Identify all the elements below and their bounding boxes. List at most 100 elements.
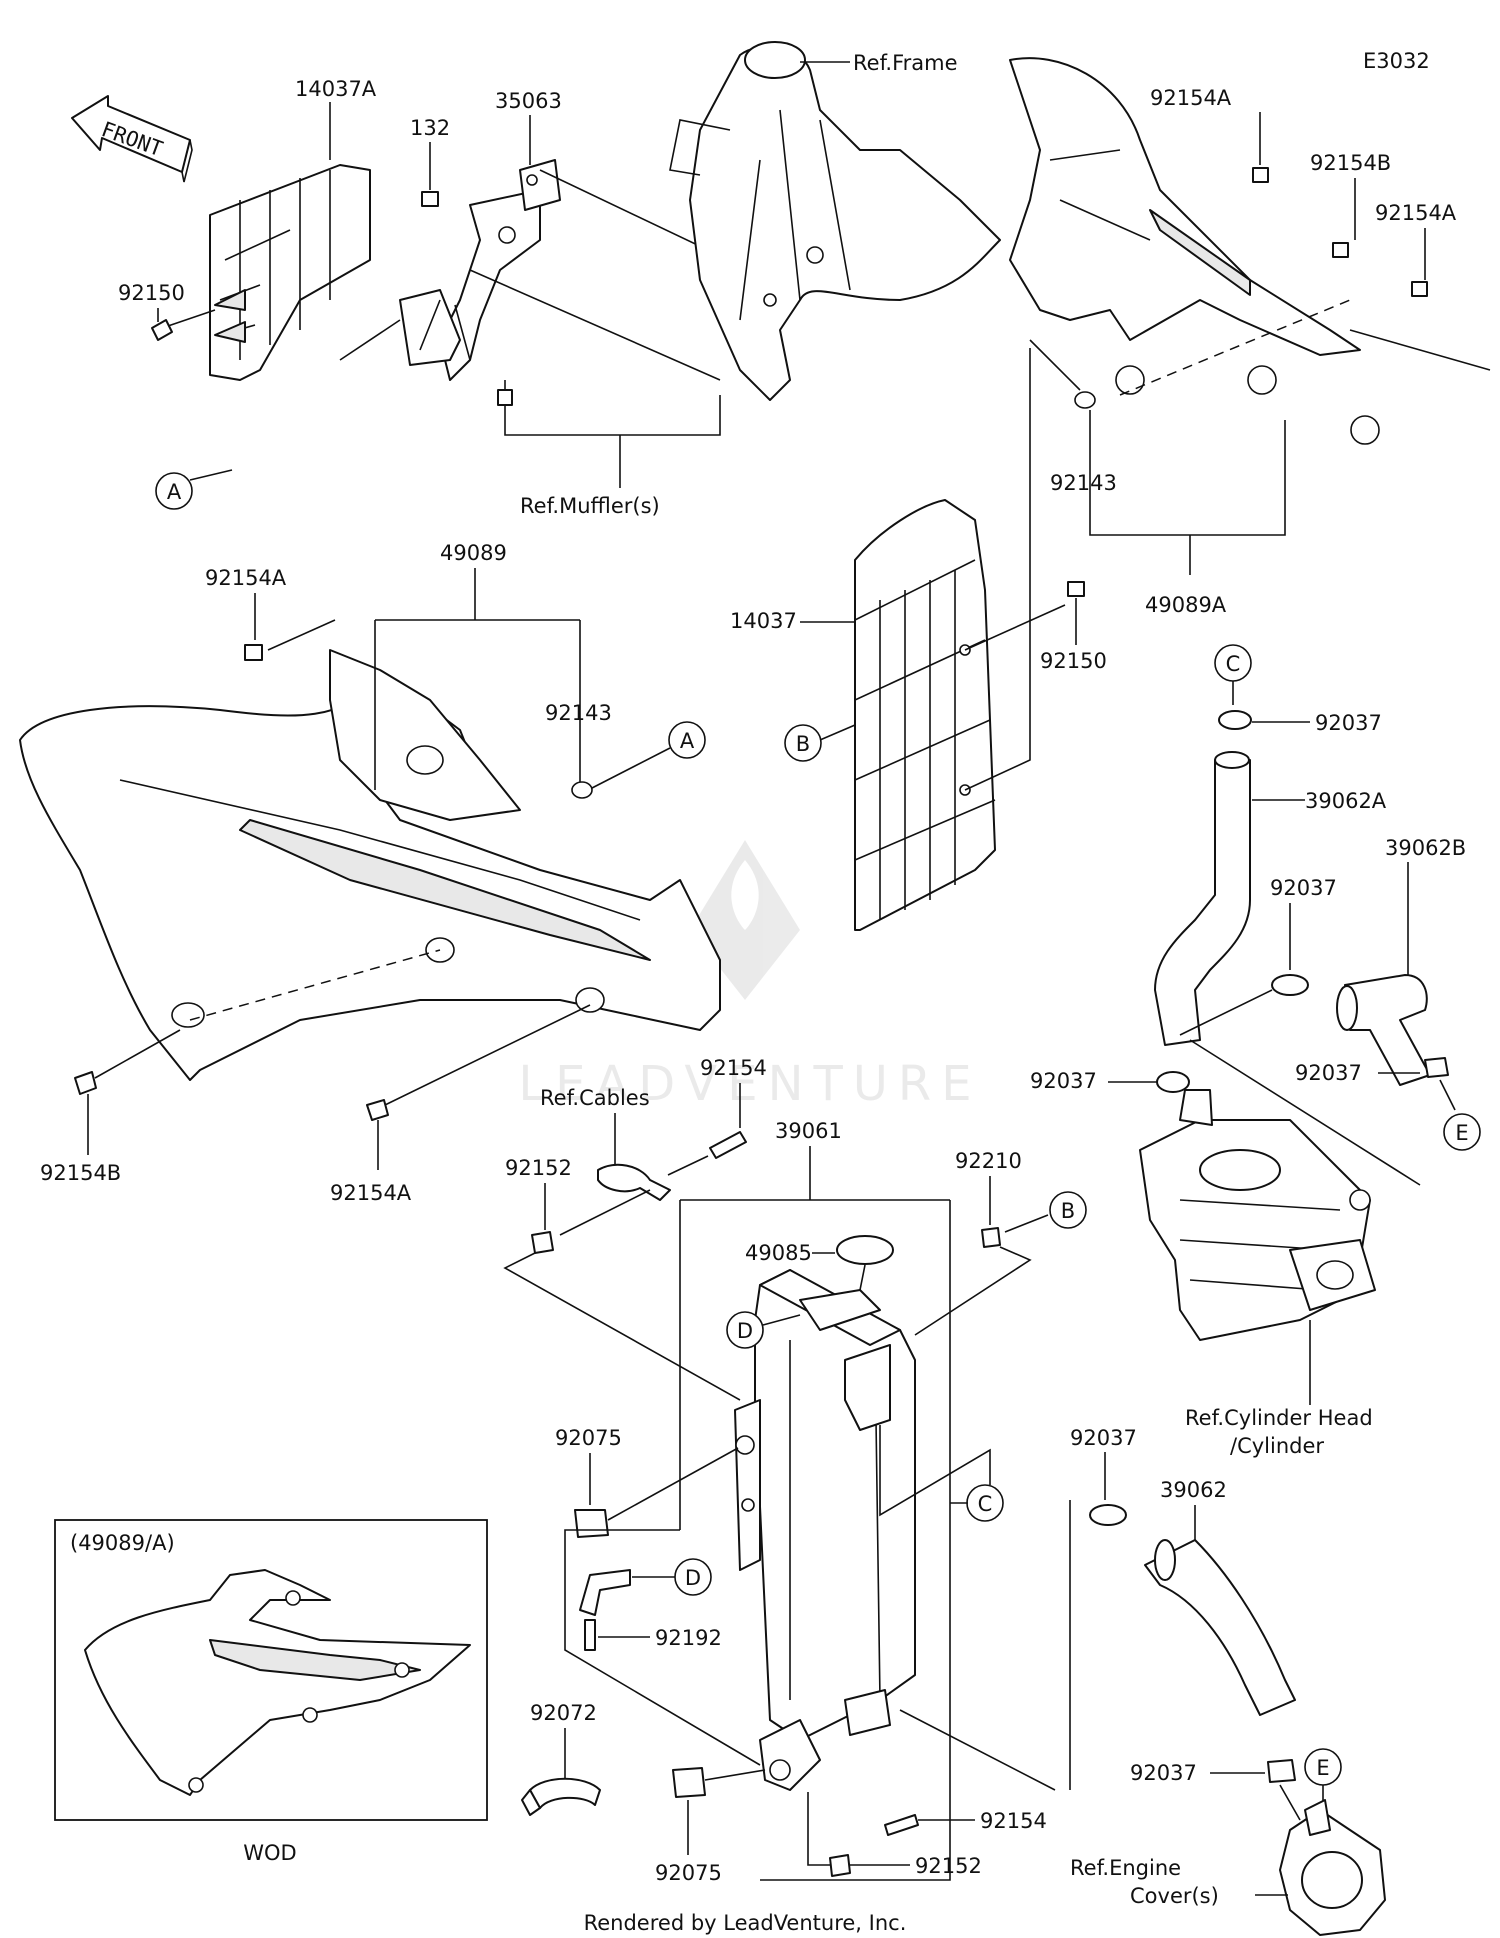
part-label-39062A: 39062A [1305, 789, 1387, 813]
grommet-92075-bottom [672, 1767, 706, 1798]
part-label-92075-bottom: 92075 [655, 1861, 722, 1885]
part-label-92037-right: 92037 [1295, 1061, 1362, 1085]
part-label-92154A-left-bottom: 92154A [330, 1181, 412, 1205]
clamp-92037-left [1156, 1071, 1190, 1093]
bracket-35063 [399, 159, 561, 381]
part-label-92075-top: 92075 [555, 1426, 622, 1450]
part-label-49089: 49089 [440, 541, 507, 565]
part-label-39062: 39062 [1160, 1478, 1227, 1502]
inset-shroud-wod [84, 1569, 471, 1796]
part-label-92037-c: 92037 [1315, 711, 1382, 735]
part-label-92154-bottom: 92154 [980, 1809, 1047, 1833]
radiator-louver-14037 [854, 499, 996, 931]
callout-d-radiator [726, 1311, 764, 1349]
ref-engine-cover-line2: Cover(s) [1130, 1884, 1219, 1908]
bolt-132 [421, 191, 439, 207]
ref-mufflers: Ref.Muffler(s) [520, 494, 660, 518]
part-label-92154B-left: 92154B [40, 1161, 121, 1185]
collar-92152-bottom [829, 1854, 851, 1877]
part-label-39061: 39061 [775, 1119, 842, 1143]
callout-a-mid-letter: A [680, 729, 695, 753]
part-label-92192: 92192 [655, 1626, 722, 1650]
bolt-92154B-left [74, 1071, 97, 1095]
hose-39062B [1336, 974, 1431, 1086]
callout-e-bottom-letter: E [1316, 1756, 1329, 1780]
callout-d-hose-letter: D [685, 1566, 701, 1590]
part-label-92150-mid: 92150 [1040, 649, 1107, 673]
hose-39062 [1144, 1539, 1296, 1716]
part-label-92072: 92072 [530, 1701, 597, 1725]
callout-e-right-letter: E [1455, 1121, 1468, 1145]
callout-c-top-letter: C [1226, 652, 1241, 676]
part-label-92154A-tr2: 92154A [1375, 201, 1457, 225]
front-direction-arrow: FRONT [71, 95, 193, 183]
part-label-14037: 14037 [730, 609, 797, 633]
part-label-92037-bottom-2: 92037 [1130, 1761, 1197, 1785]
cylinder-head-reference-part [1139, 1089, 1376, 1341]
grommet-92075-top [574, 1509, 609, 1538]
part-label-92154B-tr: 92154B [1310, 151, 1391, 175]
part-label-92154A-left-top: 92154A [205, 566, 287, 590]
clamp-92037-bottom-left [1089, 1504, 1127, 1526]
part-label-14037A: 14037A [295, 77, 377, 101]
inset-caption: WOD [243, 1841, 296, 1865]
diagram-code: E3032 [1363, 49, 1430, 73]
ref-cables: Ref.Cables [540, 1086, 650, 1110]
grommet-92143-right [1074, 391, 1096, 409]
callout-b-left-letter: B [796, 732, 810, 756]
ref-engine-cover-line1: Ref.Engine [1070, 1856, 1181, 1880]
part-label-132: 132 [410, 116, 450, 140]
part-label-92150-left: 92150 [118, 281, 185, 305]
callout-d-radiator-letter: D [737, 1319, 753, 1343]
part-label-92143-right: 92143 [1050, 471, 1117, 495]
radiator-louver-14037A [209, 164, 371, 381]
callout-a-mid [668, 721, 706, 759]
radiator-shroud-49089 [19, 649, 721, 1081]
ref-cylinder-head-line1: Ref.Cylinder Head [1185, 1406, 1373, 1430]
bolt-92154-bottom [884, 1814, 919, 1836]
callout-b-right-letter: B [1061, 1199, 1075, 1223]
bolt-92154A-left-bottom [366, 1099, 389, 1121]
ref-cylinder-head-line2: /Cylinder [1230, 1434, 1324, 1458]
collar-92152-top [531, 1231, 554, 1254]
part-label-39062B: 39062B [1385, 836, 1466, 860]
bolt-92150 [151, 319, 173, 341]
part-label-49089A: 49089A [1145, 593, 1227, 617]
callout-c-bottom-letter: C [978, 1492, 993, 1516]
bolt-92154-top [709, 1131, 747, 1159]
clamp-92037-c [1218, 710, 1252, 730]
radiator-39061 [734, 1269, 916, 1791]
callout-b-right [1049, 1191, 1087, 1229]
bolt-92154A-tr1 [1252, 167, 1269, 183]
part-label-92154-top: 92154 [700, 1056, 767, 1080]
callout-d-hose [674, 1558, 712, 1596]
hose-92192 [579, 1569, 631, 1616]
bolt-92154B-tr [1332, 242, 1349, 258]
radiator-cap-49085 [836, 1235, 894, 1265]
clamp-92037-right [1424, 1057, 1449, 1078]
part-label-92152-bottom: 92152 [915, 1854, 982, 1878]
ref-frame: Ref.Frame [853, 51, 958, 75]
inset-title: (49089/A) [70, 1531, 175, 1555]
part-label-92154A-tr1: 92154A [1150, 86, 1232, 110]
part-label-35063: 35063 [495, 89, 562, 113]
callout-a-top-letter: A [167, 480, 182, 504]
bolt-92150-mid [1067, 581, 1085, 597]
part-label-92143-left: 92143 [545, 701, 612, 725]
part-label-92152-top: 92152 [505, 1156, 572, 1180]
bolt-92154A-left-top [244, 644, 263, 661]
clip-92210 [981, 1227, 1001, 1248]
radiator-shroud-49089A [1009, 57, 1380, 445]
engine-cover-reference-part [1279, 1799, 1386, 1936]
bolt-92154A-tr2 [1411, 281, 1428, 297]
frame-reference-part [669, 41, 1001, 401]
hose-39062A [1154, 751, 1251, 1046]
callout-e-right [1443, 1113, 1481, 1151]
footer-text: Rendered by LeadVenture, Inc. [584, 1911, 907, 1935]
part-label-92037-left: 92037 [1030, 1069, 1097, 1093]
band-92072 [529, 1777, 601, 1809]
part-label-49085: 49085 [745, 1241, 812, 1265]
part-label-92210: 92210 [955, 1149, 1022, 1173]
